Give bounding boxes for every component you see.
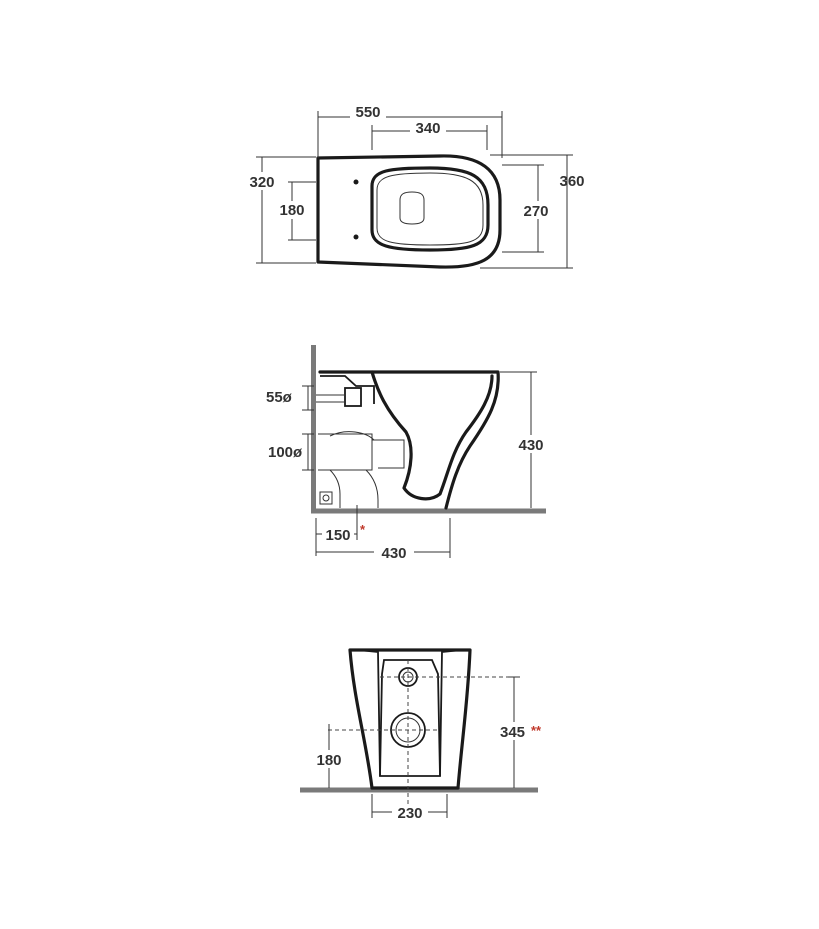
side-view: 55ø 100ø 430 150 * 430 xyxy=(266,345,550,562)
dim-100-diameter: 100ø xyxy=(268,444,303,461)
dim-55-diameter: 55ø xyxy=(266,389,293,406)
dim-230: 230 xyxy=(397,805,422,822)
dim-180-back: 180 xyxy=(316,752,341,769)
dim-550: 550 xyxy=(355,104,380,121)
bowl-opening xyxy=(399,191,425,225)
wall xyxy=(311,345,316,512)
outlet-pipe xyxy=(318,433,373,471)
dim-320: 320 xyxy=(249,174,274,191)
dim-340: 340 xyxy=(415,120,440,137)
top-view: 550 340 320 180 270 360 xyxy=(246,104,585,269)
dim-430-height: 430 xyxy=(518,437,543,454)
note-mark-double: ** xyxy=(531,723,542,738)
back-view-outline xyxy=(348,648,472,790)
dim-180-top: 180 xyxy=(279,202,304,219)
dim-360: 360 xyxy=(559,173,584,190)
side-view-bowl xyxy=(318,370,500,510)
top-view-seat xyxy=(370,166,490,252)
note-mark-single: * xyxy=(360,522,366,537)
back-view-recess xyxy=(357,649,463,777)
dim-270: 270 xyxy=(523,203,548,220)
dim-150: 150 xyxy=(325,527,350,544)
dim-430-length: 430 xyxy=(381,545,406,562)
inlet-pipe xyxy=(344,387,362,407)
top-view-outline xyxy=(316,154,502,269)
dim-345: 345 xyxy=(500,724,525,741)
back-view: 345 ** 180 230 xyxy=(300,648,552,822)
